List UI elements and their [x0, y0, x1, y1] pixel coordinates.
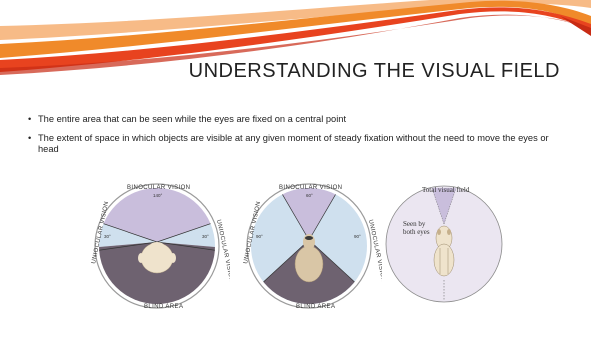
seen-by-both-eyes-label: Seen by both eyes: [403, 220, 430, 236]
binocular-angle: 60°: [306, 193, 313, 198]
bullet-item: The extent of space in which objects are…: [28, 133, 568, 155]
uniocular-angle-left: 90°: [256, 234, 263, 239]
binocular-label: BINOCULAR VISION: [127, 185, 190, 191]
animal-skull-icon: [434, 226, 454, 276]
animal-head-icon: [295, 246, 323, 282]
seen-by-line: Seen by: [403, 220, 426, 228]
binocular-label: BINOCULAR VISION: [279, 185, 342, 191]
blind-area-label: BLIND AREA: [144, 304, 183, 310]
uniocular-angle-left: 30°: [104, 234, 111, 239]
binocular-angle: 140°: [153, 193, 163, 198]
page-title: UNDERSTANDING THE VISUAL FIELD: [120, 60, 560, 83]
total-visual-field-diagram: Total visual field Seen by both eyes: [384, 180, 504, 310]
uniocular-angle-right: 90°: [354, 234, 361, 239]
total-visual-field-label: Total visual field: [422, 186, 470, 194]
both-eyes-line: both eyes: [403, 228, 430, 236]
blind-area-label: BLIND AREA: [296, 304, 335, 310]
uniocular-label-right: UNIOCULAR VISION: [215, 219, 230, 283]
binocular-diagram-middle: BINOCULAR VISION 60° UNIOCULAR VISION UN…: [236, 180, 382, 310]
bullet-item: The entire area that can be seen while t…: [28, 114, 568, 125]
binocular-diagram-left: BINOCULAR VISION 140° UNIOCULAR VISION U…: [84, 180, 230, 310]
bullet-list: The entire area that can be seen while t…: [28, 114, 568, 163]
uniocular-angle-right: 30°: [202, 234, 209, 239]
uniocular-label-right: UNIOCULAR VISION: [367, 219, 382, 283]
